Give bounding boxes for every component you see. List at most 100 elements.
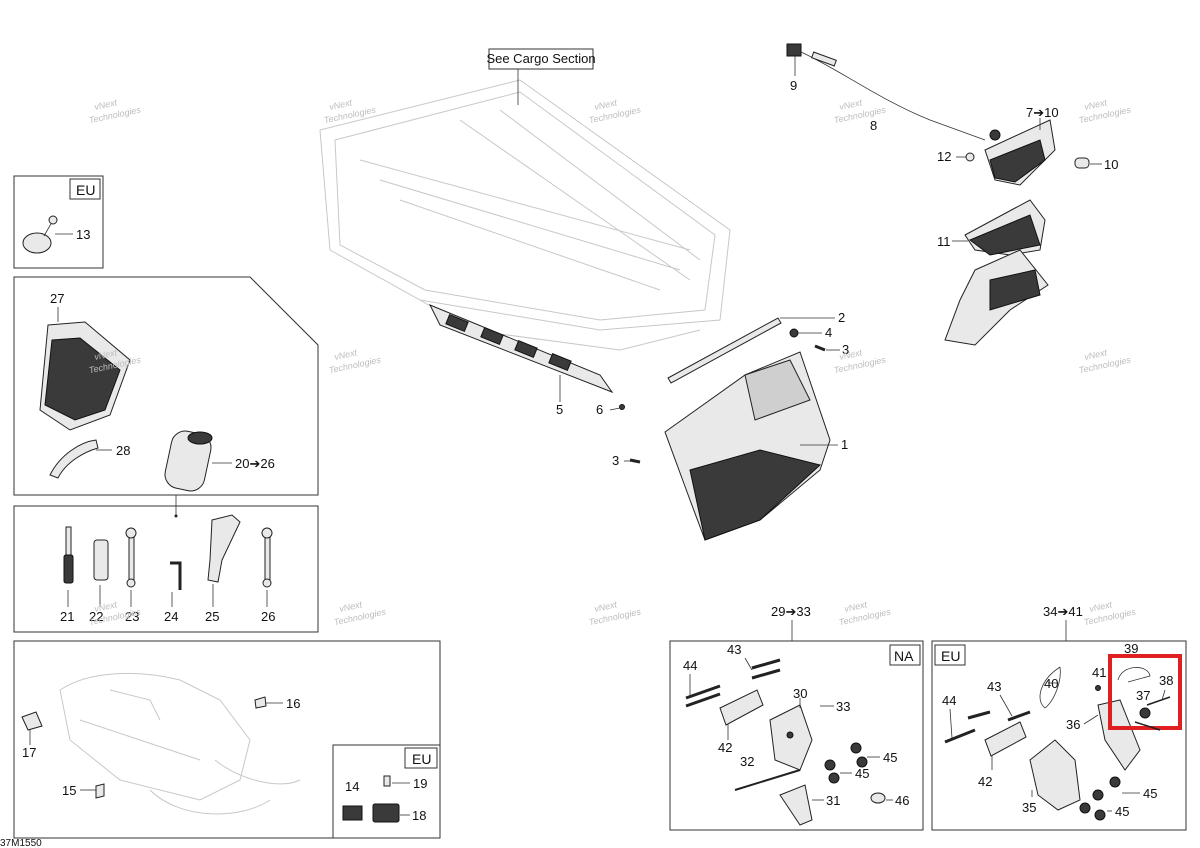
label-part-42-na: 42 [718, 740, 732, 755]
label-part-36: 36 [1066, 717, 1080, 732]
part-43-bolts-eu [1007, 710, 1031, 722]
label-part-45-eu-b: 45 [1115, 804, 1129, 819]
label-part-8: 8 [870, 118, 877, 133]
part-15-decal [95, 783, 105, 799]
wm-11a: vNext [338, 599, 363, 614]
label-part-46: 46 [895, 793, 909, 808]
label-part-21: 21 [60, 609, 74, 624]
label-part-7: 7➔10 [1026, 105, 1059, 120]
cargo-rack-ghost [319, 79, 731, 351]
part-38-pin [1146, 696, 1171, 706]
label-part-5: 5 [556, 402, 563, 417]
label-part-6: 6 [596, 402, 603, 417]
part-13-mirror [22, 215, 58, 254]
part-16-decal [254, 696, 267, 709]
eu-hitch-box [931, 640, 1187, 831]
part-36-clevis [1097, 699, 1141, 771]
part-35-hitch-bracket-eu [1029, 739, 1081, 811]
label-part-13: 13 [76, 227, 90, 242]
wm-5a: vNext [1083, 97, 1108, 112]
part-42-plate-na [719, 689, 764, 726]
label-part-15: 15 [62, 783, 76, 798]
part-37-nut [1139, 707, 1151, 719]
label-part-37: 37 [1136, 688, 1150, 703]
label-part-23: 23 [125, 609, 139, 624]
label-part-39: 39 [1124, 641, 1138, 656]
label-part-45-na-b: 45 [855, 766, 869, 781]
label-part-3b: 3 [612, 453, 619, 468]
label-part-10: 10 [1104, 157, 1118, 172]
drawing-code: 37M1550 [0, 838, 42, 848]
part-14-plate [342, 805, 363, 821]
label-part-27: 27 [50, 291, 64, 306]
label-part-29: 29➔33 [771, 604, 811, 619]
part-7-taillight [984, 119, 1056, 186]
eu-box-13 [13, 175, 104, 269]
part-17-reflector [21, 711, 43, 731]
label-part-12: 12 [937, 149, 951, 164]
label-part-11: 11 [937, 234, 951, 249]
wm-12a: vNext [593, 599, 618, 614]
label-part-42-eu: 42 [978, 774, 992, 789]
wm-6a: vNext [93, 347, 118, 362]
label-part-1: 1 [841, 437, 848, 452]
part-23-wrench [125, 527, 137, 588]
wm-3a: vNext [593, 97, 618, 112]
part-11-bracket [944, 199, 1049, 346]
label-part-22: 22 [89, 609, 103, 624]
label-part-28: 28 [116, 443, 130, 458]
part-45-nuts-na [824, 742, 868, 784]
part-26-wrench [261, 527, 273, 588]
wm-2a: vNext [328, 97, 353, 112]
part-44-bolts-na [685, 684, 721, 708]
part-9-harness [786, 43, 986, 141]
part-2-strip [667, 317, 782, 384]
part-25-spanner [207, 514, 241, 583]
part-46-cap [870, 792, 886, 804]
eu-label-14: EU [412, 751, 431, 767]
wm-13a: vNext [843, 599, 868, 614]
label-part-44-na: 44 [683, 658, 697, 673]
wm-4a: vNext [838, 97, 863, 112]
label-part-2: 2 [838, 310, 845, 325]
wm-8a: vNext [838, 347, 863, 362]
highlight-box [1108, 654, 1182, 730]
label-part-45-na-a: 45 [883, 750, 897, 765]
label-part-16: 16 [286, 696, 300, 711]
label-part-20: 20➔26 [235, 456, 275, 471]
label-part-33: 33 [836, 699, 850, 714]
part-21-screwdriver [63, 526, 74, 584]
part-45-nuts-eu [1079, 776, 1121, 821]
snowmobile-ghost [59, 672, 301, 815]
wm-1a: vNext [93, 97, 118, 112]
part-28-strap [49, 439, 99, 479]
wm-7a: vNext [333, 347, 358, 362]
part-20-spare-plug-kit [164, 430, 213, 492]
label-part-4: 4 [825, 325, 832, 340]
part-39-pin-clip [1117, 667, 1151, 683]
part-5-rail [428, 304, 614, 394]
see-cargo-box [488, 48, 594, 70]
label-part-45-eu-a: 45 [1143, 786, 1157, 801]
label-part-38: 38 [1159, 673, 1173, 688]
part-27-tool-bag [39, 321, 131, 431]
label-part-9: 9 [790, 78, 797, 93]
label-part-40: 40 [1044, 676, 1058, 691]
eu-label-hitch: EU [941, 648, 960, 664]
snowmobile-box [13, 640, 441, 839]
part-19-screw [383, 775, 391, 787]
part-42-plate-eu [984, 721, 1027, 757]
label-part-26: 26 [261, 609, 275, 624]
na-label: NA [894, 648, 914, 664]
label-part-18: 18 [412, 808, 426, 823]
part-40-cable [1039, 666, 1061, 709]
wm-14a: vNext [1088, 599, 1113, 614]
wm-9a: vNext [1083, 347, 1108, 362]
eu-box-14-19 [332, 744, 441, 839]
label-part-43-eu: 43 [987, 679, 1001, 694]
wm-10a: vNext [93, 599, 118, 614]
label-part-24: 24 [164, 609, 178, 624]
label-part-31: 31 [826, 793, 840, 808]
